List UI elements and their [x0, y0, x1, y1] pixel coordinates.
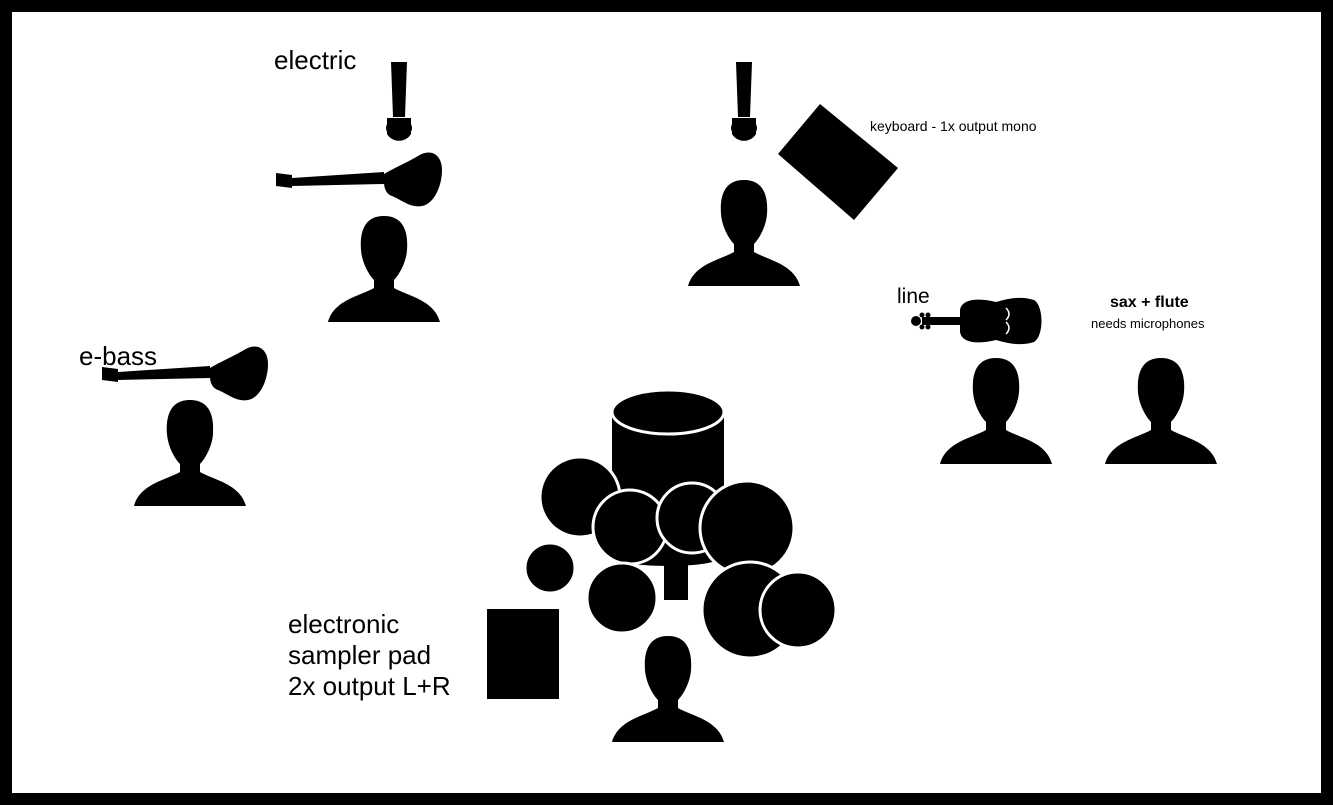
- violin-icon: [911, 297, 1042, 345]
- throne-icon: [664, 558, 688, 600]
- electric-label: electric: [274, 45, 357, 75]
- sax-flute-player-icon: [1105, 358, 1217, 464]
- ebass-label: e-bass: [79, 341, 158, 371]
- electric-guitar-player-icon: [328, 216, 440, 322]
- tom-left-icon: [591, 488, 669, 566]
- snare-icon: [585, 561, 659, 635]
- keyboard-icon: [778, 104, 898, 220]
- sampler-pad-icon: [487, 609, 559, 699]
- needs-microphones-label: needs microphones: [1091, 316, 1205, 331]
- sampler-pad-label: electronic sampler pad 2x output L+R: [288, 609, 478, 702]
- ride-cymbal-icon: [758, 570, 838, 650]
- sampler-label-line-3: 2x output L+R: [288, 671, 451, 701]
- sax-flute-label: sax + flute: [1110, 294, 1189, 311]
- keyboard-player-icon: [688, 180, 800, 286]
- electric-guitar-mic-icon: [386, 62, 412, 141]
- sampler-label-line-1: electronic: [288, 609, 400, 639]
- line-label: line: [897, 285, 930, 308]
- violin-player-icon: [940, 358, 1052, 464]
- sampler-label-line-2: sampler pad: [288, 640, 432, 670]
- keyboard-mic-icon: [731, 62, 757, 141]
- bass-player-icon: [134, 400, 246, 506]
- drummer-icon: [612, 636, 724, 742]
- drum-kit: [523, 388, 838, 660]
- electric-guitar-icon: [276, 152, 442, 207]
- keyboard-label: keyboard - 1x output mono: [870, 118, 1037, 134]
- hihat-icon: [523, 541, 577, 595]
